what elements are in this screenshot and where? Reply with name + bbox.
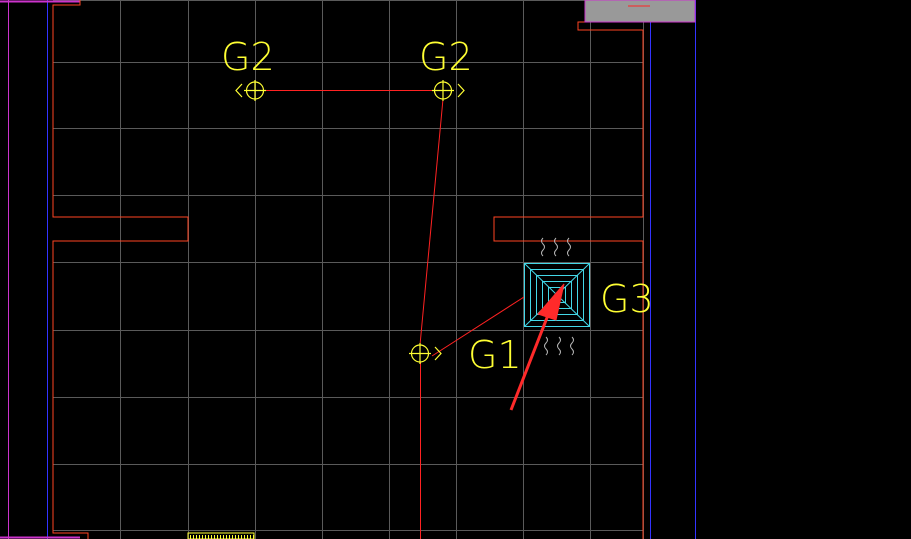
drawing-boundaries	[0, 0, 696, 539]
g1-device[interactable]	[409, 343, 442, 364]
wall-left-upper	[52, 0, 189, 539]
g2-left-chevron-icon	[235, 83, 243, 98]
airflow-wave-icon	[570, 336, 574, 356]
airflow-wave-icon	[544, 336, 548, 356]
equipment-block	[584, 0, 696, 23]
gray-block	[584, 0, 696, 23]
walls	[52, 0, 644, 539]
airflow-wave-icon	[557, 336, 561, 356]
arrow-shaft	[509, 309, 552, 411]
airflow-wave-icon	[541, 237, 545, 257]
g2-left-device[interactable]	[235, 80, 266, 101]
g2-right-label: G2	[419, 35, 473, 79]
pipe-g1-to-g3	[431, 296, 525, 357]
bottom-hatched-element	[187, 532, 255, 539]
g1-label: G1	[468, 333, 522, 377]
grid-lines	[53, 0, 644, 539]
g1-chevron-icon	[434, 346, 442, 361]
arrow-head	[537, 283, 565, 321]
pipes	[255, 90, 525, 539]
airflow-wave-icon	[554, 237, 558, 257]
airflow-icons	[541, 237, 574, 356]
pipe-g2-to-g1	[419, 98, 444, 346]
g3-label: G3	[600, 277, 654, 321]
g2-left-label: G2	[221, 35, 275, 79]
diffuser-outer	[524, 263, 590, 327]
airflow-wave-icon	[567, 237, 571, 257]
wall-right-upper	[493, 0, 644, 539]
g2-right-device[interactable]	[432, 80, 465, 101]
diffuser-ring-1	[530, 269, 584, 321]
red-arrow-icon	[509, 283, 565, 411]
g2-right-chevron-icon	[457, 83, 465, 98]
